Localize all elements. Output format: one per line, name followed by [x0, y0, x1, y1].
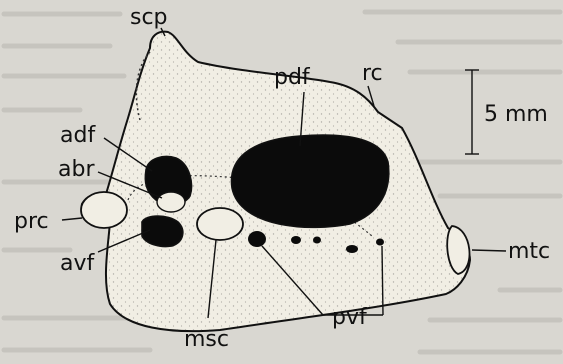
posterior-ventral-fenestra-3 [313, 237, 321, 244]
label-mtc: mtc [508, 239, 550, 264]
middle-condyle-abr [157, 192, 185, 212]
label-rc: rc [362, 61, 383, 86]
label-scp: scp [130, 5, 168, 30]
median-sagittal-condyle [197, 208, 243, 240]
label-pvf: pvf [332, 305, 368, 330]
label-prc: prc [14, 209, 49, 234]
scale-bar-label: 5 mm [484, 102, 548, 127]
label-msc: msc [184, 327, 229, 352]
posterior-dorsal-fenestra [232, 135, 389, 227]
label-avf: avf [60, 251, 96, 276]
metatarsal-condyle [447, 226, 469, 274]
posterior-ventral-fenestra-large [248, 231, 266, 247]
scale-bar [465, 70, 479, 154]
posterior-ventral-fenestra-2 [291, 236, 301, 244]
posterior-ventral-fenestra-4 [346, 245, 358, 253]
label-adf: adf [60, 123, 96, 148]
label-pdf: pdf [274, 65, 311, 90]
posterior-ventral-fenestra-5 [376, 239, 384, 246]
prootic-condyle [81, 192, 127, 228]
label-abr: abr [58, 157, 95, 182]
